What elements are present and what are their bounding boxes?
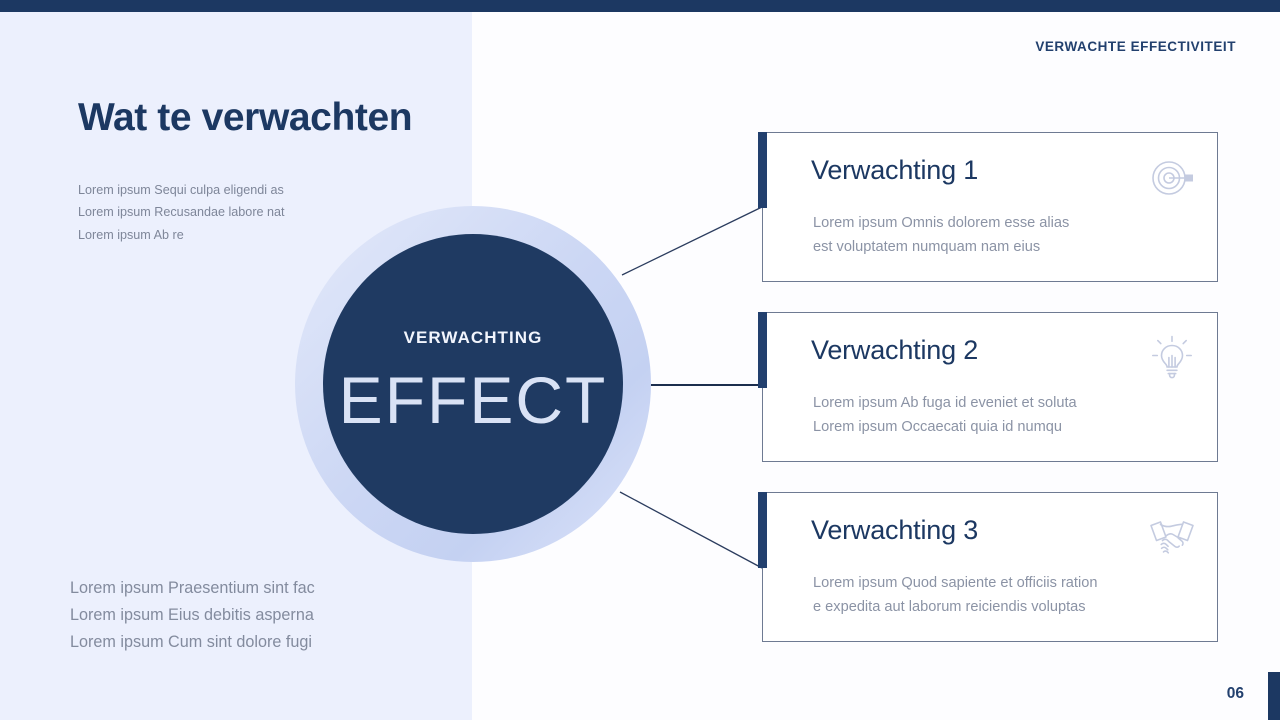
footer-line-3: Lorem ipsum Cum sint dolore fugi [70, 632, 313, 651]
card-body: Lorem ipsum Ab fuga id eveniet et soluta… [813, 391, 1077, 440]
expectation-card-3[interactable]: Verwachting 3 Lorem ipsum Quod sapiente … [758, 492, 1218, 642]
card-accent-bar [758, 312, 767, 388]
intro-line-1: Lorem ipsum Sequi culpa eligendi as [78, 183, 284, 197]
page-number: 06 [1226, 685, 1244, 702]
expectation-card-1[interactable]: Verwachting 1 Lorem ipsum Omnis dolorem … [758, 132, 1218, 282]
target-icon [1152, 161, 1193, 195]
edge-accent-tab [1268, 672, 1280, 720]
card-body-line-2: e expedita aut laborum reiciendis volupt… [813, 599, 1086, 616]
central-circle: VERWACHTING EFFECT [295, 206, 651, 562]
intro-paragraph: Lorem ipsum Sequi culpa eligendi as Lore… [78, 179, 285, 246]
card-body-line-1: Lorem ipsum Omnis dolorem esse alias [813, 215, 1070, 231]
expectation-card-2[interactable]: Verwachting 2 Lorem ipsum Ab fuga id eve… [758, 312, 1218, 462]
footer-line-2: Lorem ipsum Eius debitis asperna [70, 605, 314, 624]
circle-inner-core [323, 234, 623, 534]
lightbulb-icon [1152, 335, 1193, 379]
circle-headline: EFFECT [338, 363, 608, 437]
handshake-icon [1150, 521, 1194, 554]
card-title: Verwachting 3 [811, 515, 979, 545]
top-accent-bar [0, 0, 1280, 12]
card-body-line-1: Lorem ipsum Quod sapiente et officiis ra… [813, 575, 1098, 591]
slide-eyebrow-label: VERWACHTE EFFECTIVITEIT [1035, 39, 1236, 54]
page-title: Wat te verwachten [78, 96, 413, 139]
intro-line-3: Lorem ipsum Ab re [78, 227, 184, 242]
card-accent-bar [758, 492, 767, 568]
footer-paragraph: Lorem ipsum Praesentium sint fac Lorem i… [70, 575, 315, 655]
card-body: Lorem ipsum Omnis dolorem esse alias est… [813, 211, 1069, 260]
card-body-line-2: est voluptatem numquam nam eius [813, 239, 1041, 256]
card-body: Lorem ipsum Quod sapiente et officiis ra… [813, 571, 1097, 620]
card-title: Verwachting 2 [811, 335, 979, 365]
footer-line-1: Lorem ipsum Praesentium sint fac [70, 579, 315, 597]
card-title: Verwachting 1 [811, 155, 979, 185]
card-body-line-2: Lorem ipsum Occaecati quia id numqu [813, 419, 1063, 436]
circle-label: VERWACHTING [403, 328, 543, 347]
card-body-line-1: Lorem ipsum Ab fuga id eveniet et soluta [813, 395, 1077, 411]
card-accent-bar [758, 132, 767, 208]
intro-line-2: Lorem ipsum Recusandae labore nat [78, 205, 285, 220]
